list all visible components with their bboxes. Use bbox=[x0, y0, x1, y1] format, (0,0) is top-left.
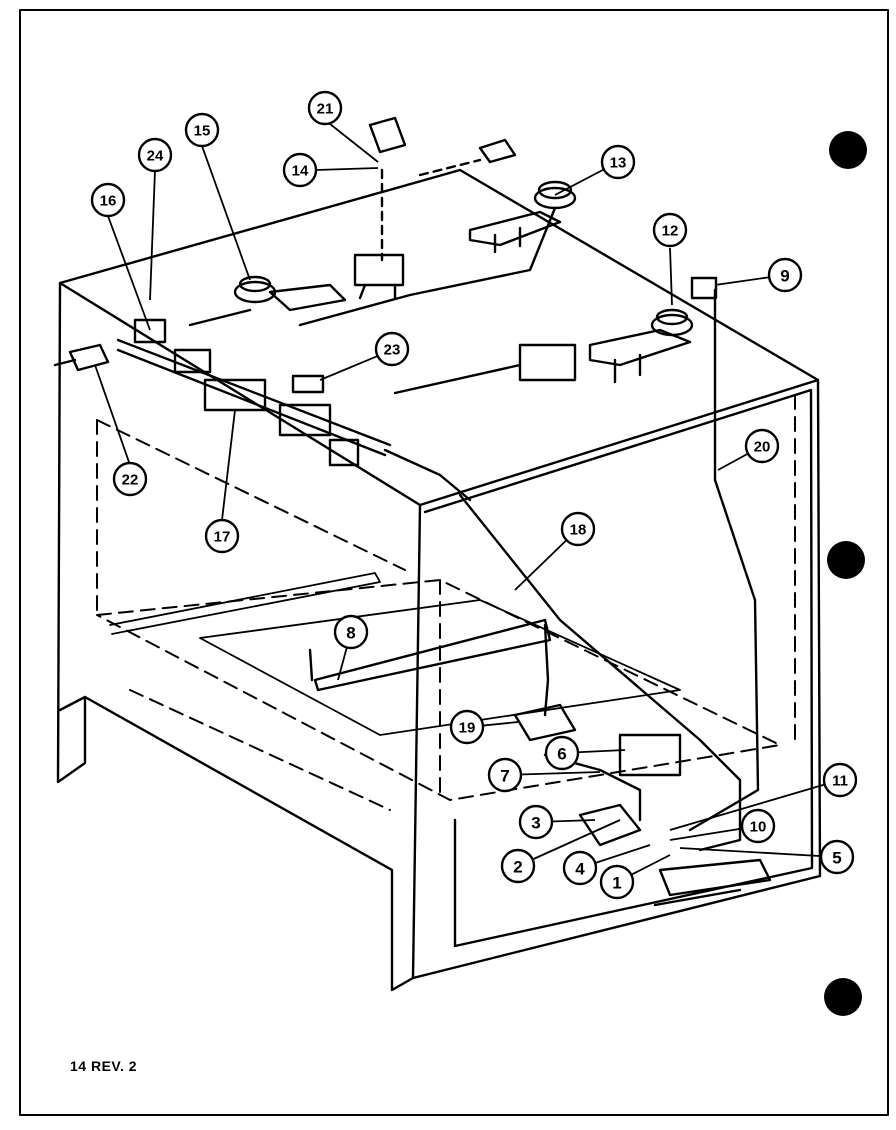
callout-label: 1 bbox=[612, 874, 621, 893]
callout-label: 11 bbox=[832, 773, 848, 790]
gas-tube-20 bbox=[688, 288, 760, 832]
callout-18 bbox=[560, 511, 596, 547]
callout-4 bbox=[562, 850, 598, 886]
page-revision-label: 14 REV. 2 bbox=[70, 1058, 138, 1074]
cabinet-body bbox=[56, 168, 822, 992]
callout-22 bbox=[112, 461, 148, 497]
callout-24 bbox=[137, 137, 173, 173]
page-border bbox=[19, 9, 889, 1116]
callout-label: 4 bbox=[575, 860, 585, 879]
registration-dot-top bbox=[829, 131, 867, 169]
callout-9 bbox=[767, 257, 803, 293]
callout-16 bbox=[90, 182, 126, 218]
callout-3 bbox=[518, 804, 554, 840]
callout-label: 21 bbox=[317, 101, 334, 118]
switch-part-22 bbox=[53, 343, 110, 372]
callout-6 bbox=[544, 735, 580, 771]
clip-dash bbox=[380, 158, 482, 262]
pilot-bracket-19 bbox=[513, 703, 577, 742]
callout-20 bbox=[744, 428, 780, 464]
left-burner-assembly bbox=[188, 275, 347, 327]
callout-17 bbox=[204, 518, 240, 554]
callout-label: 10 bbox=[750, 819, 767, 836]
front-rail bbox=[109, 572, 381, 635]
callout-label: 20 bbox=[754, 439, 771, 456]
safety-valve-plate bbox=[578, 803, 642, 847]
callout-1 bbox=[599, 864, 635, 900]
callout-5 bbox=[819, 839, 855, 875]
bracket-bottom bbox=[653, 858, 772, 907]
valve-part-6 bbox=[618, 733, 682, 777]
callout-7 bbox=[487, 757, 523, 793]
callout-23 bbox=[374, 331, 410, 367]
clip-part-21 bbox=[368, 116, 407, 154]
oven-burner-8 bbox=[313, 618, 552, 692]
registration-dot-bottom bbox=[824, 978, 862, 1016]
callout-19 bbox=[449, 709, 485, 745]
callout-13 bbox=[600, 144, 636, 180]
oven-bottom-plate bbox=[199, 599, 681, 736]
callout-21 bbox=[307, 90, 343, 126]
callout-14 bbox=[282, 152, 318, 188]
callout-label: 14 bbox=[292, 163, 309, 180]
bracket-part-23 bbox=[291, 374, 325, 394]
callout-12 bbox=[652, 212, 688, 248]
callout-label: 15 bbox=[194, 123, 211, 140]
callout-label: 6 bbox=[557, 745, 566, 764]
callout-label: 16 bbox=[100, 193, 117, 210]
callout-label: 19 bbox=[459, 720, 476, 737]
valve-fitting-9 bbox=[690, 276, 718, 300]
callout-2 bbox=[500, 848, 536, 884]
callout-label: 2 bbox=[513, 858, 522, 877]
registration-dot-middle bbox=[827, 541, 865, 579]
burner-screw bbox=[308, 648, 314, 682]
callout-label: 18 bbox=[570, 522, 587, 539]
callout-label: 8 bbox=[346, 624, 355, 643]
callout-10 bbox=[740, 808, 776, 844]
callout-label: 13 bbox=[610, 155, 627, 172]
callout-11 bbox=[822, 762, 858, 798]
callout-label: 9 bbox=[780, 267, 789, 286]
callout-label: 7 bbox=[500, 767, 509, 786]
callout-15 bbox=[184, 112, 220, 148]
callout-label: 24 bbox=[147, 148, 164, 165]
rear-burner-assembly bbox=[298, 180, 577, 327]
callout-8 bbox=[333, 614, 369, 650]
callout-label: 12 bbox=[662, 223, 679, 240]
hidden-line-bottom bbox=[129, 689, 391, 811]
callout-label: 23 bbox=[384, 342, 401, 359]
callout-label: 3 bbox=[531, 814, 540, 833]
callout-label: 5 bbox=[832, 849, 841, 868]
manifold-assembly bbox=[116, 318, 472, 502]
clip-right bbox=[478, 138, 517, 164]
thermostat-tube-18 bbox=[458, 493, 742, 852]
callout-label: 17 bbox=[214, 529, 231, 546]
callout-label: 22 bbox=[122, 472, 139, 489]
right-burner-assembly bbox=[393, 308, 694, 395]
hidden-line-top-front bbox=[96, 419, 406, 571]
cabinet-right-wall bbox=[423, 388, 814, 948]
